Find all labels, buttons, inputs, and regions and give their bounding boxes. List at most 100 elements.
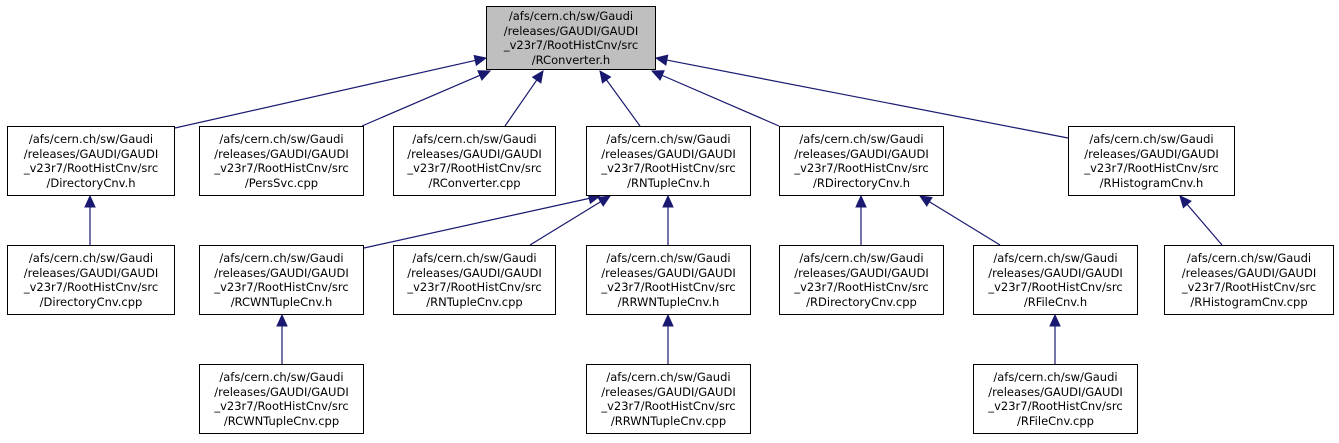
node-label-line: /DirectoryCnv.cpp <box>39 294 143 309</box>
node-label-line: /afs/cern.ch/sw/Gaudi <box>993 370 1118 384</box>
node-label-line: /releases/GAUDI/GAUDI <box>407 146 542 161</box>
node-rconverter-cpp[interactable]: /afs/cern.ch/sw/Gaudi/releases/GAUDI/GAU… <box>393 126 556 196</box>
edge-directorycnv-h-to-rconverter-h <box>174 59 476 129</box>
node-label-line: /RConverter.cpp <box>428 175 521 190</box>
arrowhead-icon <box>654 54 669 66</box>
node-label-line: /RCWNTupleCnv.h <box>230 294 333 309</box>
node-label-line: /releases/GAUDI/GAUDI <box>407 265 542 280</box>
node-label-line: /RHistogramCnv.h <box>1099 175 1204 190</box>
node-label-line: _v23r7/RootHistCnv/src <box>407 161 542 175</box>
edge-rntuplecnv-h-to-rconverter-h <box>605 79 641 127</box>
node-label-line: /DirectoryCnv.h <box>46 175 136 190</box>
node-label-line: /afs/cern.ch/sw/Gaudi <box>412 132 537 146</box>
edge-rdirectorycnv-h-to-rconverter-h <box>661 74 780 127</box>
node-label-line: /afs/cern.ch/sw/Gaudi <box>28 251 154 265</box>
arrowhead-icon <box>662 194 674 208</box>
node-rcwntuplecnv-cpp[interactable]: /afs/cern.ch/sw/Gaudi/releases/GAUDI/GAU… <box>199 364 364 434</box>
edge-rntuplecnv-cpp-to-rntuplecnv-h <box>529 201 601 246</box>
node-label-line: _v23r7/RootHistCnv/src <box>794 280 929 294</box>
node-label-line: /releases/GAUDI/GAUDI <box>988 384 1123 399</box>
node-label-line: /releases/GAUDI/GAUDI <box>214 265 349 280</box>
node-label-line: /RRWNTupleCnv.cpp <box>610 413 727 428</box>
node-label-line: /afs/cern.ch/sw/Gaudi <box>799 132 924 146</box>
node-label-line: _v23r7/RootHistCnv/src <box>214 399 349 413</box>
node-label-line: /RDirectoryCnv.h <box>812 175 911 190</box>
node-label-line: /RNTupleCnv.cpp <box>426 294 523 309</box>
node-rntuplecnv-cpp[interactable]: /afs/cern.ch/sw/Gaudi/releases/GAUDI/GAU… <box>393 245 556 315</box>
node-label-line: /releases/GAUDI/GAUDI <box>214 146 349 161</box>
arrowhead-icon <box>855 194 867 208</box>
node-label-line: /afs/cern.ch/sw/Gaudi <box>606 132 731 146</box>
node-perssvc-cpp[interactable]: /afs/cern.ch/sw/Gaudi/releases/GAUDI/GAU… <box>199 126 364 196</box>
node-rntuplecnv-h[interactable]: /afs/cern.ch/sw/Gaudi/releases/GAUDI/GAU… <box>586 126 751 196</box>
arrowhead-icon <box>473 54 488 67</box>
arrowhead-icon <box>276 313 288 327</box>
node-label-line: /RRWNTupleCnv.h <box>617 294 720 309</box>
arrowhead-icon <box>477 70 492 81</box>
node-label-line: _v23r7/RootHistCnv/src <box>794 161 929 175</box>
node-rconverter-h: /afs/cern.ch/sw/Gaudi/releases/GAUDI/GAU… <box>486 6 656 70</box>
node-label-line: /releases/GAUDI/GAUDI <box>1181 265 1317 280</box>
node-label-line: /releases/GAUDI/GAUDI <box>794 146 929 161</box>
node-label-line: /PersSvc.cpp <box>244 175 319 190</box>
node-label-line: /afs/cern.ch/sw/Gaudi <box>28 132 154 146</box>
edge-rcwntuplecnv-h-to-rntuplecnv-h <box>363 197 590 249</box>
node-rrwntuplecnv-cpp[interactable]: /afs/cern.ch/sw/Gaudi/releases/GAUDI/GAU… <box>586 364 751 434</box>
node-label-line: /RNTupleCnv.h <box>627 175 710 190</box>
edge-rconverter-cpp-to-rconverter-h <box>504 79 538 127</box>
arrowhead-icon <box>84 194 96 208</box>
node-label-line: /afs/cern.ch/sw/Gaudi <box>219 370 344 384</box>
node-label-line: _v23r7/RootHistCnv/src <box>1181 280 1317 294</box>
node-label-line: _v23r7/RootHistCnv/src <box>23 280 159 294</box>
edge-rhistogramcnv-h-to-rconverter-h <box>666 59 1069 139</box>
arrowhead-icon <box>662 313 674 327</box>
edge-perssvc-cpp-to-rconverter-h <box>361 74 481 127</box>
node-label-line: _v23r7/RootHistCnv/src <box>407 280 542 294</box>
node-directorycnv-cpp[interactable]: /afs/cern.ch/sw/Gaudi/releases/GAUDI/GAU… <box>7 245 175 315</box>
node-label-line: /releases/GAUDI/GAUDI <box>988 265 1123 280</box>
node-label-line: /afs/cern.ch/sw/Gaudi <box>412 251 537 265</box>
node-label-line: /afs/cern.ch/sw/Gaudi <box>606 370 731 384</box>
node-rhistogramcnv-cpp[interactable]: /afs/cern.ch/sw/Gaudi/releases/GAUDI/GAU… <box>1164 245 1334 315</box>
arrowhead-icon <box>650 70 665 81</box>
edge-rhistogramcnv-cpp-to-rhistogramcnv-h <box>1186 203 1223 246</box>
node-label-line: _v23r7/RootHistCnv/src <box>23 161 159 175</box>
arrowhead-icon <box>1179 195 1192 209</box>
node-label-line: /RFileCnv.h <box>1023 294 1088 309</box>
node-rrwntuplecnv-h[interactable]: /afs/cern.ch/sw/Gaudi/releases/GAUDI/GAU… <box>586 245 751 315</box>
node-directorycnv-h[interactable]: /afs/cern.ch/sw/Gaudi/releases/GAUDI/GAU… <box>7 126 175 196</box>
node-label-line: /releases/GAUDI/GAUDI <box>503 23 639 38</box>
node-label-line: /afs/cern.ch/sw/Gaudi <box>799 251 924 265</box>
node-label-line: _v23r7/RootHistCnv/src <box>601 161 736 175</box>
node-label-line: /afs/cern.ch/sw/Gaudi <box>606 251 731 265</box>
node-label-line: /releases/GAUDI/GAUDI <box>1084 146 1219 161</box>
node-rcwntuplecnv-h[interactable]: /afs/cern.ch/sw/Gaudi/releases/GAUDI/GAU… <box>199 245 364 315</box>
node-label-line: /afs/cern.ch/sw/Gaudi <box>508 9 634 23</box>
node-rdirectorycnv-h[interactable]: /afs/cern.ch/sw/Gaudi/releases/GAUDI/GAU… <box>779 126 944 196</box>
arrowhead-icon <box>531 70 544 84</box>
node-rdirectorycnv-cpp[interactable]: /afs/cern.ch/sw/Gaudi/releases/GAUDI/GAU… <box>779 245 944 315</box>
node-label-line: /releases/GAUDI/GAUDI <box>794 265 929 280</box>
node-label-line: /RHistogramCnv.cpp <box>1190 294 1308 309</box>
node-label-line: _v23r7/RootHistCnv/src <box>214 161 349 175</box>
node-rfilecnv-h[interactable]: /afs/cern.ch/sw/Gaudi/releases/GAUDI/GAU… <box>973 245 1138 315</box>
node-label-line: _v23r7/RootHistCnv/src <box>503 38 639 52</box>
node-label-line: /afs/cern.ch/sw/Gaudi <box>1089 132 1214 146</box>
node-label-line: /RDirectoryCnv.cpp <box>806 294 917 309</box>
node-label-line: /afs/cern.ch/sw/Gaudi <box>993 251 1118 265</box>
arrowhead-icon <box>599 70 612 84</box>
node-label-line: /releases/GAUDI/GAUDI <box>601 384 736 399</box>
node-label-line: /RCWNTupleCnv.cpp <box>223 413 340 428</box>
node-label-line: _v23r7/RootHistCnv/src <box>988 399 1123 413</box>
node-label-line: /afs/cern.ch/sw/Gaudi <box>1186 251 1312 265</box>
node-label-line: _v23r7/RootHistCnv/src <box>1084 161 1219 175</box>
node-rhistogramcnv-h[interactable]: /afs/cern.ch/sw/Gaudi/releases/GAUDI/GAU… <box>1068 126 1235 196</box>
node-rfilecnv-cpp[interactable]: /afs/cern.ch/sw/Gaudi/releases/GAUDI/GAU… <box>973 364 1138 434</box>
node-label-line: /RFileCnv.cpp <box>1017 413 1094 428</box>
node-label-line: /releases/GAUDI/GAUDI <box>601 146 736 161</box>
node-label-line: _v23r7/RootHistCnv/src <box>988 280 1123 294</box>
arrowhead-icon <box>597 195 612 207</box>
node-label-line: /releases/GAUDI/GAUDI <box>214 384 349 399</box>
